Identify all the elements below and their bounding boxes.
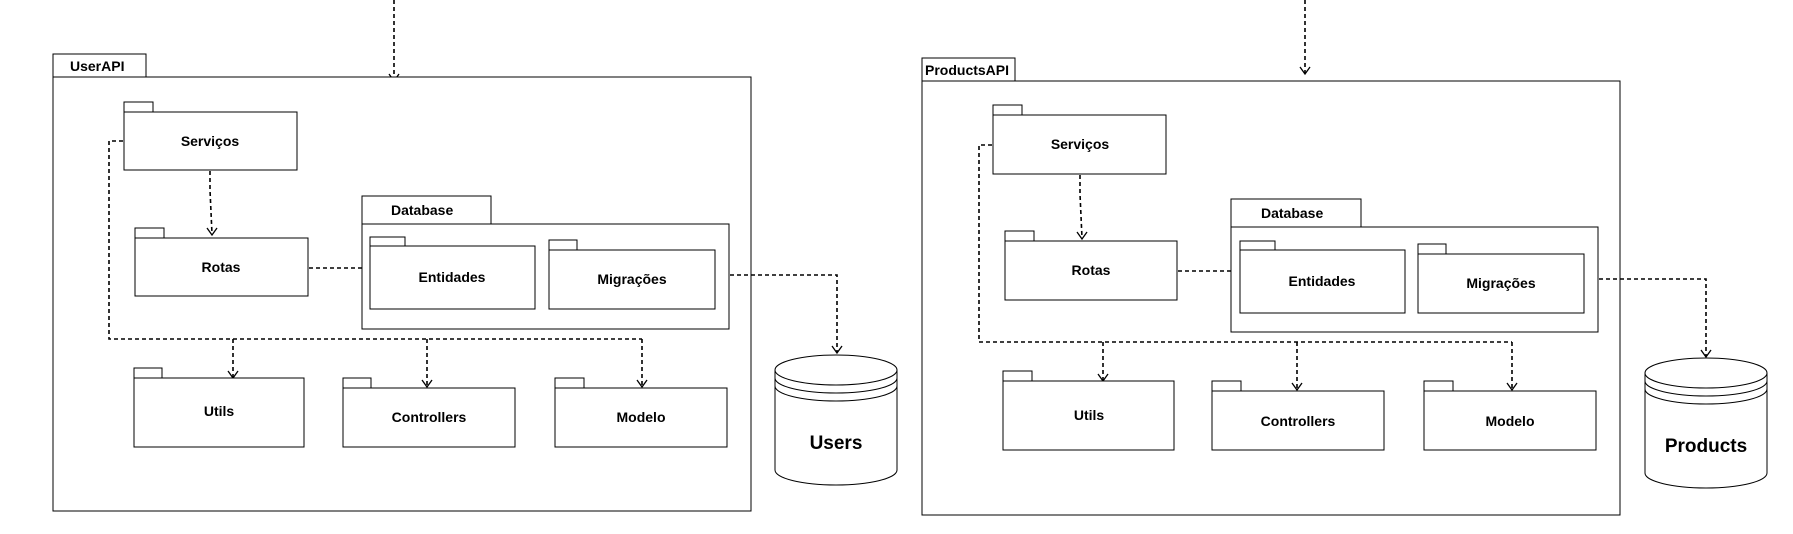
migracoes-package: [1417, 253, 1585, 314]
modelo-label: Modelo: [617, 409, 666, 425]
servicos-label: Serviços: [181, 133, 240, 149]
userapi-group: UserAPI Serviços Rotas Database Entidade…: [52, 0, 898, 512]
migracoes-package: [548, 249, 716, 310]
controllers-tab: [1211, 380, 1242, 392]
utils-label: Utils: [204, 403, 235, 419]
controllers-label: Controllers: [1261, 413, 1336, 429]
servicos-package: [123, 111, 298, 171]
servicos-tab: [123, 101, 154, 113]
entidades-tab: [1239, 240, 1276, 251]
servicos-dependency-bus: [978, 144, 1512, 343]
entidades-package: [369, 245, 536, 310]
arrowhead: [1299, 66, 1311, 76]
rotas-label: Rotas: [1072, 262, 1111, 278]
modelo-package: [554, 387, 728, 448]
productsapi-package-label: ProductsAPI: [925, 62, 1009, 78]
utils-label: Utils: [1074, 407, 1105, 423]
utils-package: [1002, 380, 1175, 451]
users-datastore: Users: [774, 354, 898, 486]
database-to-products-dependency: [1599, 278, 1707, 356]
arrowhead: [1700, 349, 1712, 359]
arrowhead: [421, 379, 433, 389]
arrowhead: [1506, 382, 1518, 392]
utils-tab: [133, 367, 163, 379]
products-datastore-label: Products: [1665, 436, 1747, 457]
users-datastore-label: Users: [810, 433, 863, 454]
servicos-dependency-bus: [108, 140, 642, 340]
modelo-tab: [1423, 380, 1454, 392]
database-tab: [1230, 198, 1362, 228]
arrowhead: [1076, 231, 1088, 241]
productsapi-group: ProductsAPI Serviços Rotas Database Enti…: [921, 0, 1768, 516]
servicos-tab: [992, 104, 1023, 116]
modelo-label: Modelo: [1486, 413, 1535, 429]
modelo-tab: [554, 377, 585, 389]
entidades-label: Entidades: [1289, 273, 1356, 289]
arrowhead: [1291, 382, 1303, 392]
entidades-label: Entidades: [419, 269, 486, 285]
database-label: Database: [391, 202, 453, 218]
controllers-package: [1211, 390, 1385, 451]
controllers-label: Controllers: [392, 409, 467, 425]
database-to-users-dependency: [730, 274, 838, 352]
userapi-package-label: UserAPI: [70, 58, 124, 74]
arrowhead: [831, 345, 843, 355]
utils-package: [133, 377, 305, 448]
rotas-tab: [1004, 230, 1035, 242]
modelo-package: [1423, 390, 1597, 451]
arrowhead: [206, 227, 218, 237]
migracoes-label: Migrações: [1466, 275, 1535, 291]
migracoes-tab: [548, 239, 578, 251]
rotas-tab: [134, 227, 165, 239]
migracoes-label: Migrações: [597, 271, 666, 287]
entidades-package: [1239, 249, 1406, 314]
utils-tab: [1002, 370, 1033, 382]
migracoes-tab: [1417, 243, 1447, 255]
servicos-package: [992, 114, 1167, 175]
database-label: Database: [1261, 205, 1323, 221]
rotas-package: [134, 237, 309, 297]
products-datastore: Products: [1644, 357, 1768, 489]
rotas-label: Rotas: [202, 259, 241, 275]
arrowhead: [636, 379, 648, 389]
controllers-package: [342, 387, 516, 448]
rotas-package: [1004, 240, 1178, 301]
servicos-label: Serviços: [1051, 136, 1110, 152]
controllers-tab: [342, 377, 372, 389]
entidades-tab: [369, 236, 406, 247]
